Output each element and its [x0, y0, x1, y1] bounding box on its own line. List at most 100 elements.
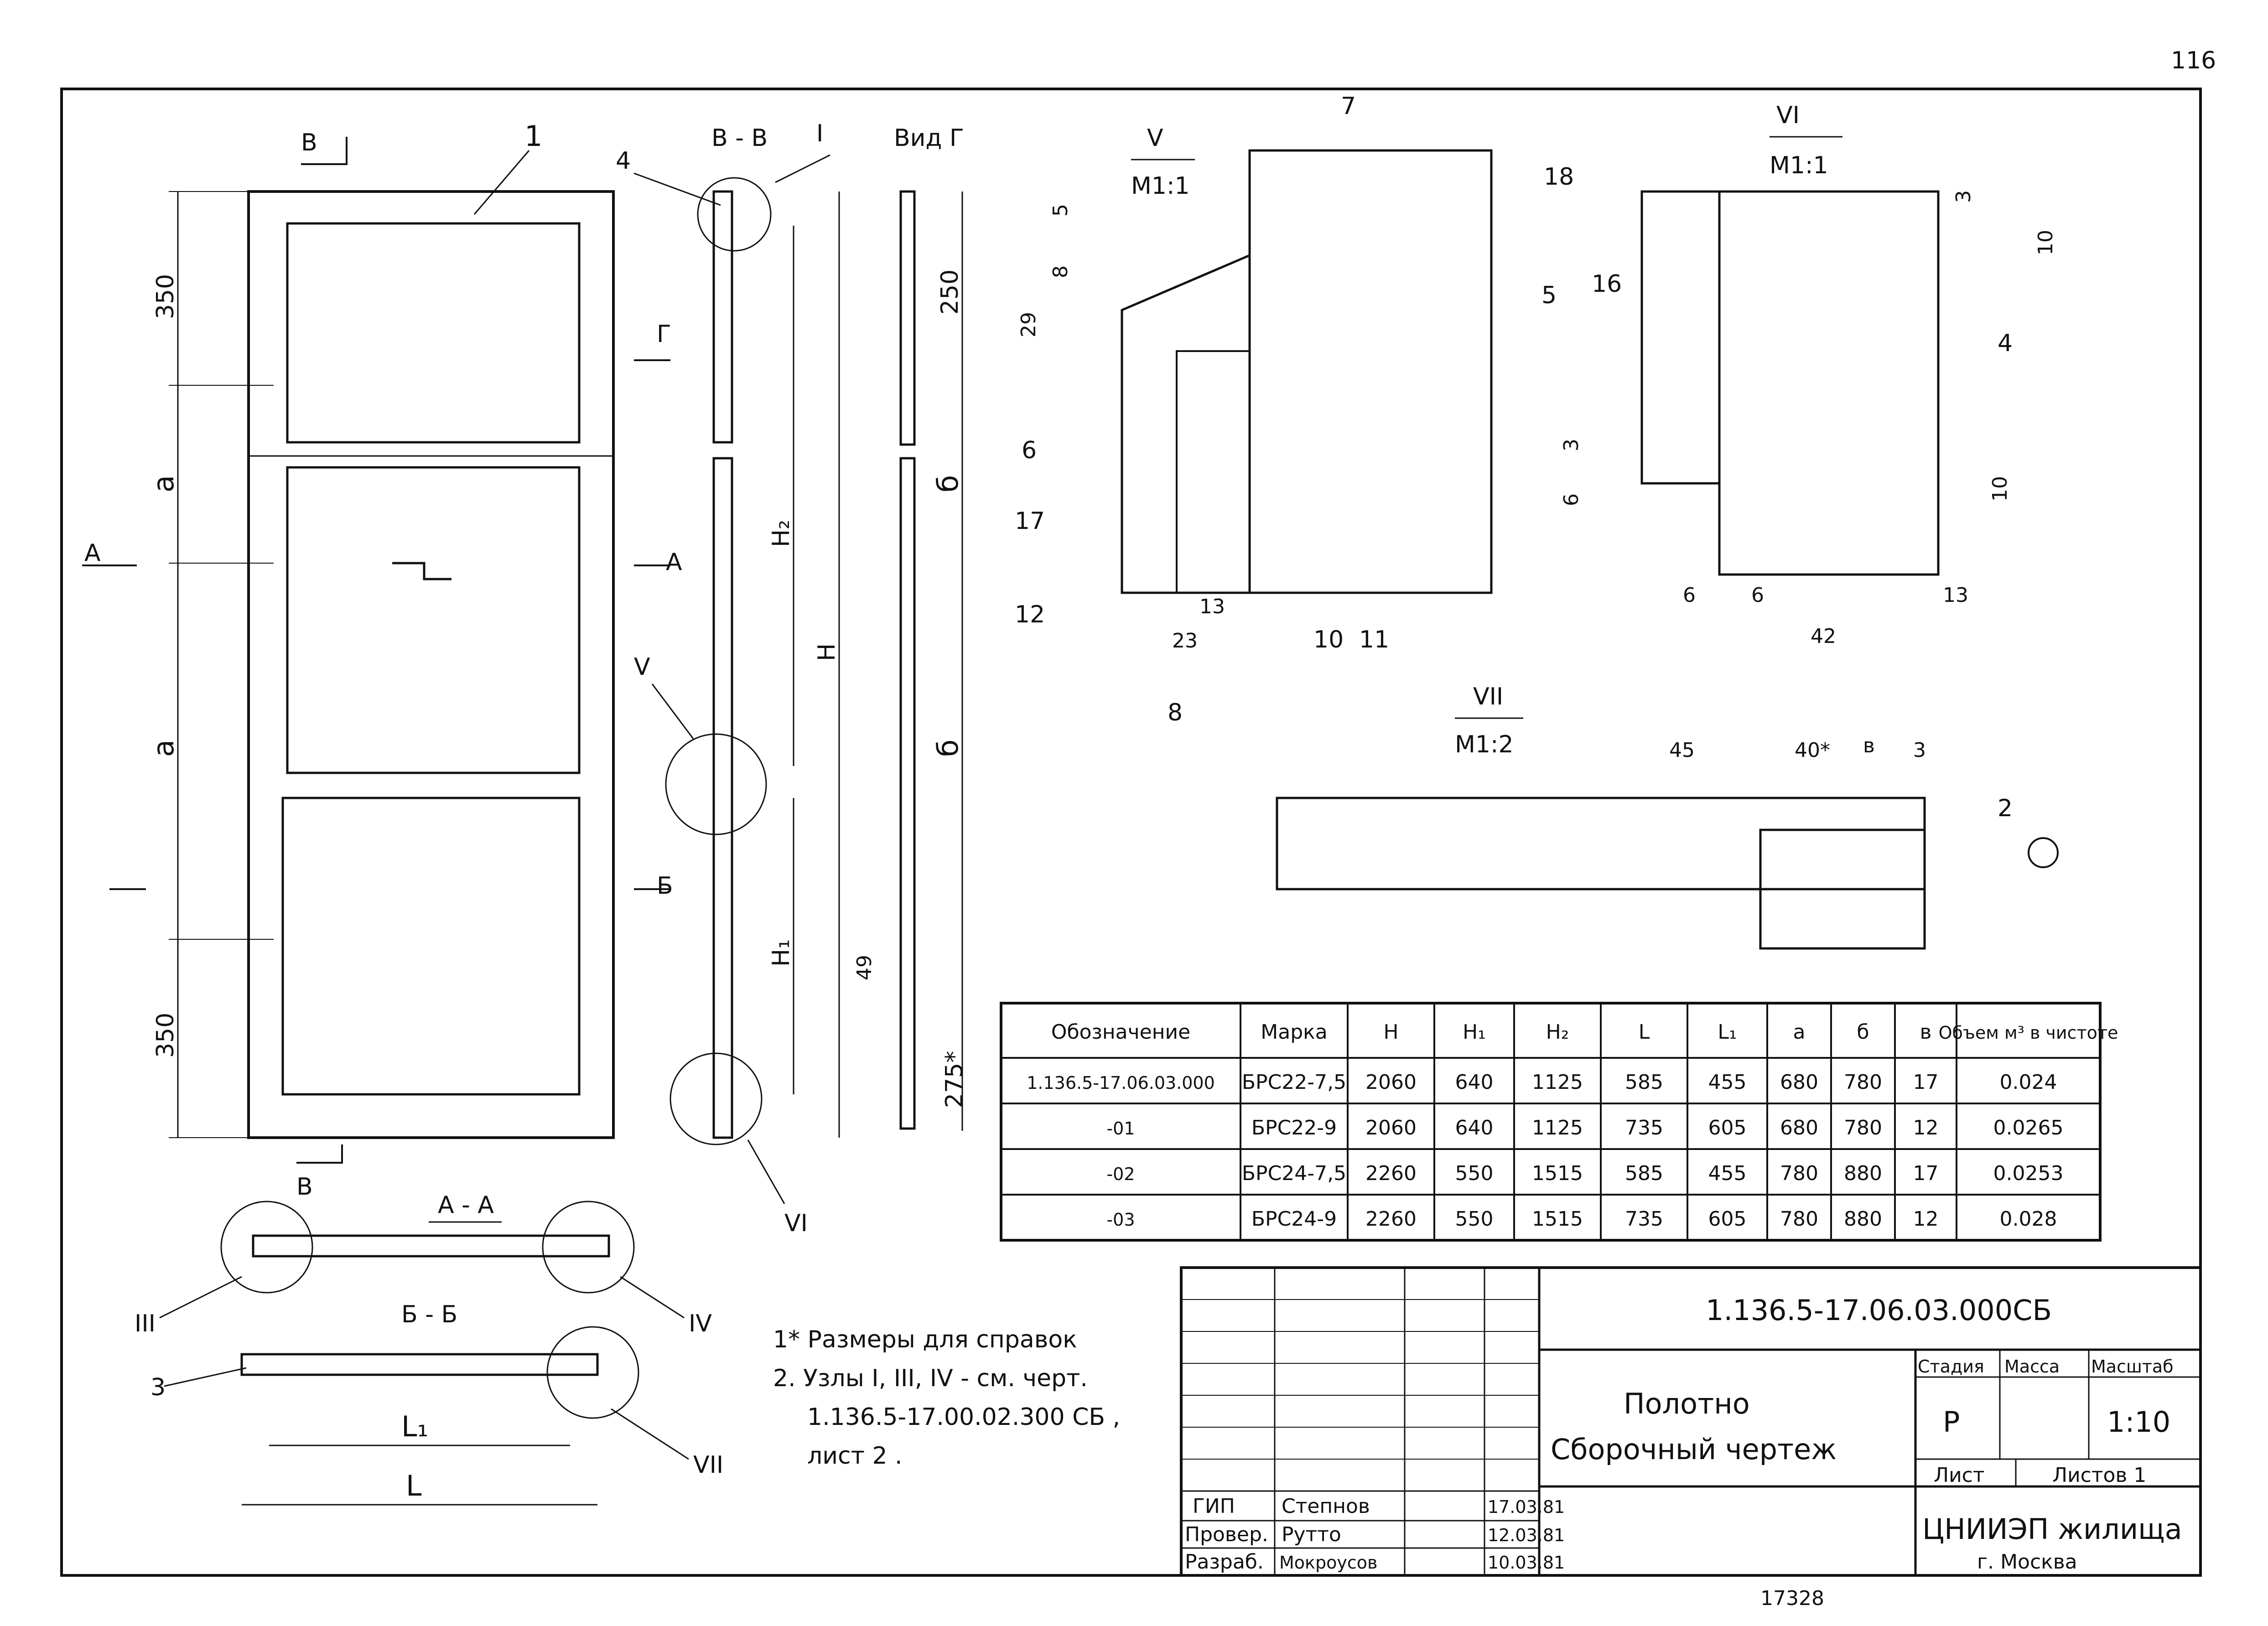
detail-VII-title: VII	[1473, 683, 1503, 710]
note-line-2: 2. Узлы I, III, IV - см. черт.	[773, 1365, 1088, 1392]
view-g-title: Вид Г	[894, 124, 964, 152]
door-outline	[247, 190, 615, 1139]
table-cell: 780	[1844, 1071, 1882, 1094]
detail-V-body	[1121, 254, 1251, 594]
table-cell: 17	[1913, 1071, 1939, 1094]
detail-VI-left-part	[1640, 190, 1721, 485]
table-header: Объем м³ в чистоте	[1939, 1023, 2118, 1043]
section-bb-plan-title: Б - Б	[401, 1301, 457, 1328]
tb-sheets-label: Листов 1	[2052, 1464, 2146, 1487]
title-block: ГИП Степнов 17.03.81 Провер. Рутто 12.03…	[1180, 1266, 2202, 1577]
table-cell: 780	[1780, 1207, 1818, 1231]
detail-V-part-17: 17	[1015, 507, 1045, 535]
table-cell: 1515	[1532, 1207, 1583, 1231]
dim-top-350: 350	[152, 274, 179, 319]
dim-49: 49	[853, 955, 876, 980]
tb-date-0: 17.03.81	[1488, 1497, 1565, 1517]
tb-stage-label: Стадия	[1918, 1357, 1984, 1377]
node-VII-label: VII	[693, 1451, 723, 1479]
table-cell: 605	[1708, 1207, 1747, 1231]
note-line-3: 1.136.5-17.00.02.300 СБ ,	[807, 1403, 1120, 1431]
table-cell: БРС24-9	[1251, 1207, 1337, 1231]
detail-V-dim-29: 29	[1017, 312, 1040, 337]
detail-VII-frame	[1759, 829, 1926, 950]
detail-V-glazing-bead	[1176, 350, 1251, 594]
tb-name-2: Мокроусов	[1279, 1553, 1377, 1573]
sheet-frame	[60, 88, 2202, 1577]
detail-VI: VI М1:1 16 4 3 10 3 6 10 6 6 13 42	[1560, 102, 2057, 648]
cut-marker-bb: Б	[657, 872, 673, 900]
node-VI-circle	[670, 1052, 763, 1145]
plan-sections: А - А III IV Б - Б VII 3 L₁ L	[135, 1191, 723, 1506]
part-3-leader	[164, 1367, 247, 1387]
panel-middle	[286, 466, 581, 774]
opening-symbol	[392, 562, 452, 580]
table-cell: 0.0253	[1993, 1162, 2064, 1185]
table-cell: 0.0265	[1993, 1116, 2064, 1139]
table-cell: 12	[1913, 1116, 1939, 1139]
detail-VII-part-2: 2	[1998, 795, 2013, 822]
table-cell: 0.024	[2000, 1071, 2057, 1094]
detail-VII-dim-45: 45	[1669, 739, 1695, 762]
detail-V-dim-23: 23	[1172, 629, 1198, 652]
table-cell: 455	[1708, 1162, 1747, 1185]
dim-b1: б	[931, 475, 965, 492]
tb-role-1: Провер.	[1185, 1523, 1268, 1546]
table-cell: 780	[1780, 1162, 1818, 1185]
table-cell: 735	[1625, 1207, 1663, 1231]
tb-stage: Р	[1943, 1405, 1960, 1439]
cut-marker-b-top: В	[301, 129, 317, 156]
node-V-label: V	[634, 653, 650, 681]
table-cell: 17	[1913, 1162, 1939, 1185]
detail-VI-dim-3-left: 3	[1560, 439, 1583, 451]
cut-marker-g: Г	[657, 321, 671, 348]
detail-VI-right-part	[1718, 190, 1940, 576]
part-1-label: 1	[524, 119, 542, 153]
view-g: Вид Г 250 б б 49 275*	[853, 124, 968, 1131]
spec-table-grid	[1001, 1003, 2100, 1240]
dim-a2: а	[147, 740, 180, 757]
door-elevation: 1 350 а а 350 В В А А Г Б	[82, 119, 682, 1201]
table-cell: БРС22-9	[1251, 1116, 1337, 1139]
detail-VI-part-16: 16	[1592, 270, 1622, 298]
detail-V-part-10: 10	[1313, 626, 1344, 653]
title-block-border	[1180, 1266, 2202, 1577]
table-cell: 12	[1913, 1207, 1939, 1231]
detail-VI-dim-42: 42	[1811, 625, 1836, 648]
cut-line-b-top	[301, 137, 348, 165]
note-line-4: лист 2 .	[807, 1442, 903, 1470]
leader-part-1	[473, 150, 530, 215]
archive-number: 17328	[1760, 1587, 1824, 1610]
dim-275: 275*	[941, 1051, 968, 1108]
note-line-1: 1* Размеры для справок	[773, 1326, 1077, 1353]
table-cell: 880	[1844, 1162, 1882, 1185]
node-III-circle	[220, 1201, 313, 1294]
detail-V: V М1:1 7 18 5 6 17 12 10 11 5 8 29 13 23	[1015, 93, 1574, 653]
detail-VII-scale: М1:2	[1455, 731, 1514, 758]
table-cell: 735	[1625, 1116, 1663, 1139]
table-cell: БРС24-7,5	[1242, 1162, 1346, 1185]
detail-V-body-right	[1248, 149, 1493, 594]
detail-V-part-5: 5	[1541, 282, 1557, 309]
node-IV-circle	[542, 1201, 635, 1294]
cut-line-b-bottom	[296, 1144, 343, 1164]
detail-VI-dim-6-a: 6	[1683, 584, 1696, 607]
table-cell: 1125	[1532, 1071, 1583, 1094]
section-aa-body	[252, 1234, 610, 1258]
node-I-label: I	[816, 120, 823, 147]
table-cell: 2260	[1365, 1162, 1417, 1185]
detail-V-part-6: 6	[1022, 437, 1037, 464]
detail-V-dim-13: 13	[1199, 595, 1225, 618]
table-header: б	[1857, 1020, 1869, 1044]
table-cell: 2060	[1365, 1071, 1417, 1094]
tb-name-1: Рутто	[1282, 1523, 1341, 1546]
detail-V-scale: М1:1	[1131, 172, 1190, 200]
detail-VI-dim-6-b: 6	[1751, 584, 1764, 607]
detail-V-part-11: 11	[1359, 626, 1389, 653]
cut-marker-b-bottom: В	[296, 1173, 313, 1201]
table-cell: 585	[1625, 1071, 1663, 1094]
detail-VII-dim-40: 40*	[1795, 739, 1830, 762]
detail-VII-dim-3: 3	[1913, 739, 1926, 762]
node-VI-leader	[747, 1139, 785, 1204]
